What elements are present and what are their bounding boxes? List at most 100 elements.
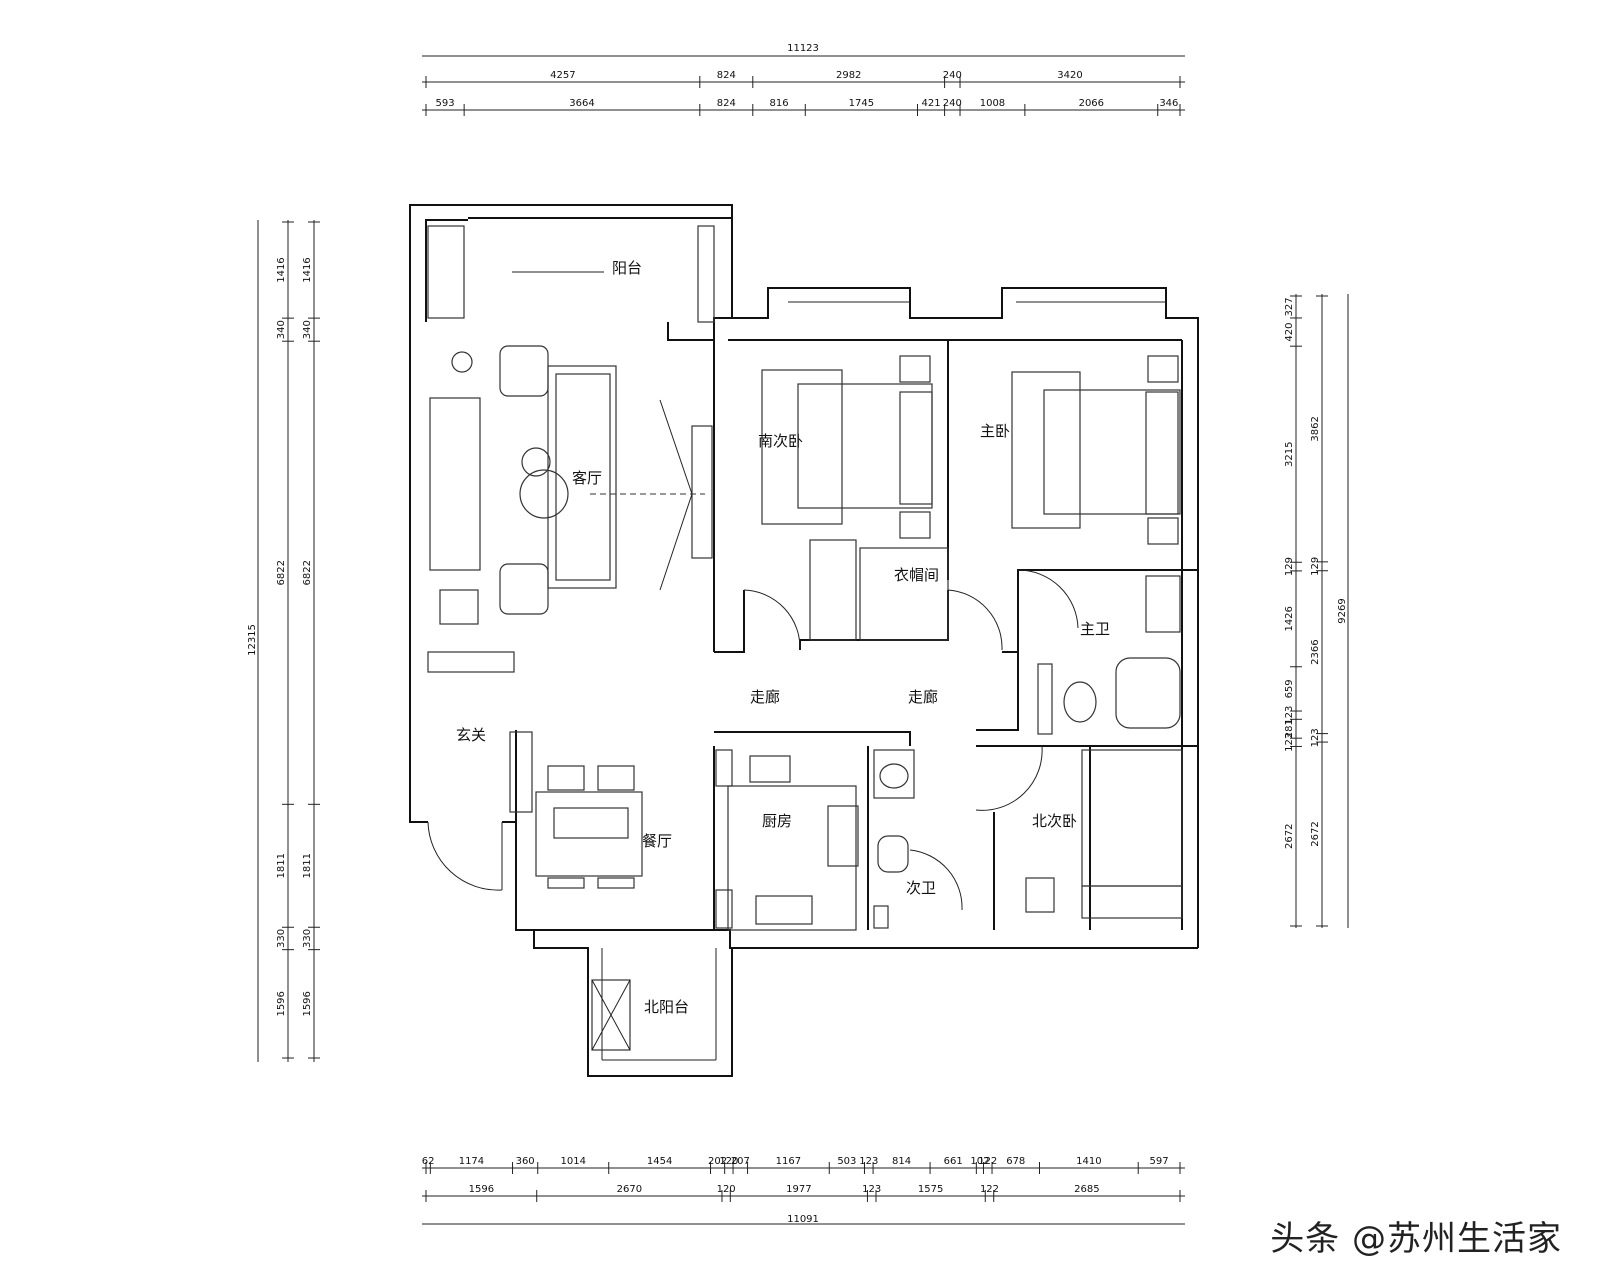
label-living: 客厅 bbox=[572, 469, 602, 487]
dim-label: 122 bbox=[978, 1156, 997, 1167]
dim-label: 129 bbox=[1310, 557, 1321, 576]
label-corridor-1: 走廊 bbox=[750, 688, 780, 706]
dim-label: 129 bbox=[1284, 557, 1295, 576]
dim-label: 678 bbox=[1006, 1156, 1025, 1167]
dim-label: 1977 bbox=[786, 1184, 811, 1195]
dim-label: 420 bbox=[1284, 323, 1295, 342]
dim-label: 123 bbox=[1310, 728, 1321, 747]
label-corridor-2: 走廊 bbox=[908, 688, 938, 706]
dim-bottom-row2: 1596 2670 120 1977 123 1575 122 2685 bbox=[469, 1184, 1100, 1195]
dim-label: 330 bbox=[302, 929, 313, 948]
dim-label: 503 bbox=[837, 1156, 856, 1167]
dim-label: 327 bbox=[1284, 297, 1295, 316]
dim-label: 120 bbox=[719, 1156, 738, 1167]
dim-label: 597 bbox=[1150, 1156, 1169, 1167]
dim-bottom-overall: 11091 bbox=[787, 1214, 819, 1225]
dim-label: 1008 bbox=[980, 98, 1005, 109]
label-balcony: 阳台 bbox=[612, 259, 642, 277]
dim-label: 3420 bbox=[1057, 70, 1082, 81]
dim-label: 340 bbox=[302, 320, 313, 339]
dim-label: 2066 bbox=[1079, 98, 1104, 109]
dim-label: 330 bbox=[276, 929, 287, 948]
left-dimension-lines bbox=[257, 220, 320, 1062]
dim-label: 824 bbox=[717, 70, 736, 81]
dim-label: 1416 bbox=[302, 257, 313, 282]
label-master-bath: 主卫 bbox=[1080, 620, 1110, 638]
room-labels: 阳台 客厅 南次卧 主卧 衣帽间 主卫 走廊 走廊 玄关 厨房 餐厅 次卫 北次… bbox=[456, 259, 1110, 1016]
dim-label: 240 bbox=[943, 70, 962, 81]
label-master-bedroom: 主卧 bbox=[980, 422, 1010, 440]
south-bedroom-furniture bbox=[761, 355, 933, 539]
north-balcony-furniture bbox=[591, 979, 631, 1051]
dim-label: 659 bbox=[1284, 679, 1295, 698]
dim-label: 1014 bbox=[561, 1156, 586, 1167]
dim-label: 661 bbox=[944, 1156, 963, 1167]
top-dimension-lines bbox=[422, 55, 1185, 116]
dim-label: 202 bbox=[708, 1156, 727, 1167]
dim-label: 4257 bbox=[550, 70, 575, 81]
label-north-bedroom: 北次卧 bbox=[1032, 812, 1077, 830]
dim-label: 2670 bbox=[617, 1184, 642, 1195]
cloakroom-furniture bbox=[809, 539, 949, 641]
dim-label: 1410 bbox=[1076, 1156, 1101, 1167]
dim-label: 1596 bbox=[276, 991, 287, 1016]
dim-label: 1596 bbox=[469, 1184, 494, 1195]
dim-label: 421 bbox=[922, 98, 941, 109]
dim-label: 240 bbox=[943, 98, 962, 109]
dim-left-overall: 12315 bbox=[247, 624, 258, 656]
dim-label: 122 bbox=[980, 1184, 999, 1195]
dim-label: 1811 bbox=[302, 853, 313, 878]
master-bedroom-furniture bbox=[1011, 355, 1181, 545]
dim-label: 123 bbox=[862, 1184, 881, 1195]
dim-label: 3215 bbox=[1284, 441, 1295, 466]
balcony-furniture bbox=[427, 225, 715, 323]
bottom-dimension-lines bbox=[422, 1162, 1185, 1225]
label-cloakroom: 衣帽间 bbox=[894, 566, 939, 584]
dim-label: 2685 bbox=[1074, 1184, 1099, 1195]
dim-top-row2: 4257 824 2982 240 3420 bbox=[550, 70, 1083, 81]
living-room-furniture bbox=[429, 345, 713, 625]
dim-label: 1596 bbox=[302, 991, 313, 1016]
dim-label: 816 bbox=[769, 98, 788, 109]
dim-label: 1416 bbox=[276, 257, 287, 282]
dim-label: 102 bbox=[970, 1156, 989, 1167]
dim-label: 346 bbox=[1159, 98, 1178, 109]
dim-label: 1454 bbox=[647, 1156, 672, 1167]
label-kitchen: 厨房 bbox=[762, 812, 792, 830]
label-north-balcony: 北阳台 bbox=[644, 998, 689, 1016]
dim-label: 123 bbox=[1284, 706, 1295, 725]
dim-label: 281 bbox=[1284, 719, 1295, 738]
dim-label: 1745 bbox=[849, 98, 874, 109]
dim-label: 360 bbox=[516, 1156, 535, 1167]
dim-label: 824 bbox=[717, 98, 736, 109]
dim-label: 1167 bbox=[776, 1156, 801, 1167]
dim-label: 6822 bbox=[302, 560, 313, 585]
dim-label: 2366 bbox=[1310, 639, 1321, 664]
dim-label: 123 bbox=[859, 1156, 878, 1167]
dim-label: 120 bbox=[717, 1184, 736, 1195]
dim-label: 3862 bbox=[1310, 416, 1321, 441]
door-swings bbox=[427, 569, 1079, 911]
dim-label: 2672 bbox=[1284, 823, 1295, 848]
label-entrance: 玄关 bbox=[456, 726, 486, 744]
dim-label: 1575 bbox=[918, 1184, 943, 1195]
dim-label: 207 bbox=[731, 1156, 750, 1167]
dim-label: 2982 bbox=[836, 70, 861, 81]
dim-label: 1811 bbox=[276, 853, 287, 878]
dim-label: 123 bbox=[1284, 733, 1295, 752]
dim-label: 6822 bbox=[276, 560, 287, 585]
kitchen-furniture bbox=[715, 749, 859, 931]
dim-label: 814 bbox=[892, 1156, 911, 1167]
dining-furniture bbox=[427, 651, 643, 889]
label-south-bedroom: 南次卧 bbox=[758, 432, 803, 450]
master-bath-furniture bbox=[1037, 575, 1181, 735]
dim-label: 62 bbox=[422, 1156, 435, 1167]
dim-right-overall: 9269 bbox=[1337, 598, 1348, 623]
walls bbox=[409, 204, 1199, 1077]
